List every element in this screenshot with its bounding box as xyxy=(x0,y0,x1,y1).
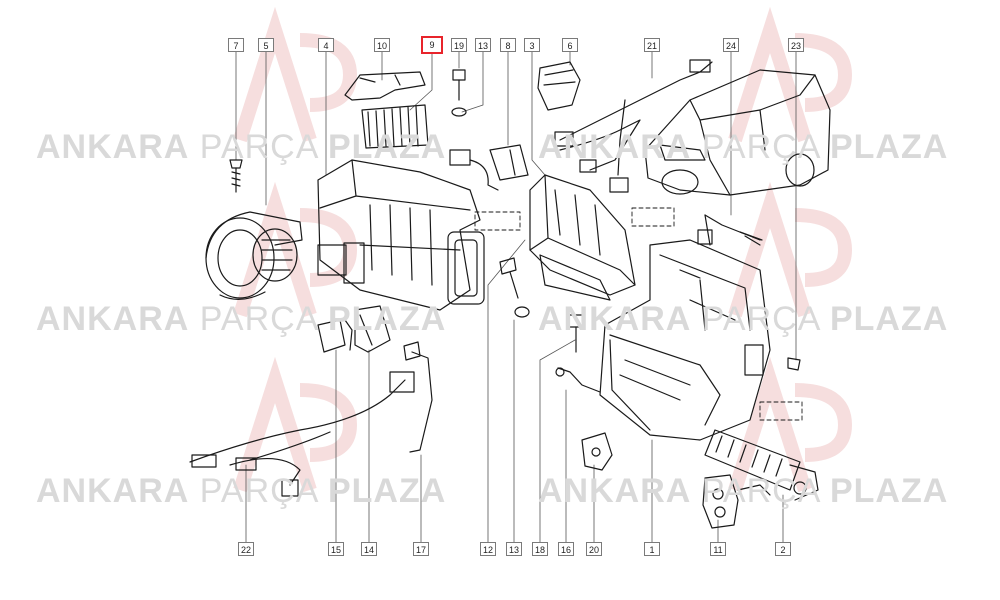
part-duct-3 xyxy=(529,174,636,301)
leader-lines-top xyxy=(235,51,797,361)
watermark-logo-mid-left xyxy=(233,181,358,318)
callout-c19[interactable]: 19 xyxy=(451,38,467,52)
callout-c17[interactable]: 17 xyxy=(413,542,429,556)
callout-c18[interactable]: 18 xyxy=(532,542,548,556)
callout-c24[interactable]: 24 xyxy=(723,38,739,52)
part-wiring-harness-21 xyxy=(554,59,713,193)
callout-c13b[interactable]: 13 xyxy=(506,542,522,556)
callout-c11[interactable]: 11 xyxy=(710,542,726,556)
part-cabin-filter-9 xyxy=(361,104,429,149)
part-screw-7 xyxy=(229,159,243,193)
part-servo-20 xyxy=(581,432,613,471)
leader-lines-bottom xyxy=(245,239,784,543)
watermark-logo-bottom-right xyxy=(728,356,853,493)
part-resistor-6 xyxy=(537,61,581,111)
part-bolt-12 xyxy=(499,257,519,299)
callout-c22[interactable]: 22 xyxy=(238,542,254,556)
part-washer-13-bottom xyxy=(514,306,530,318)
part-bolt-18 xyxy=(568,314,584,353)
part-sensor-8 xyxy=(449,144,529,191)
callout-c8[interactable]: 8 xyxy=(500,38,516,52)
part-bulb-23 xyxy=(787,357,801,371)
part-actuator-11 xyxy=(702,474,771,529)
part-drain-tube-17 xyxy=(403,341,433,453)
callout-c7[interactable]: 7 xyxy=(228,38,244,52)
callout-c16[interactable]: 16 xyxy=(558,542,574,556)
part-blower-motor xyxy=(205,211,303,300)
part-washer-13-top xyxy=(451,107,467,117)
callout-c13a[interactable]: 13 xyxy=(475,38,491,52)
part-foam-14 xyxy=(354,305,391,353)
part-heater-housing-4 xyxy=(317,159,485,311)
part-car-outline xyxy=(644,69,831,196)
part-hvac-unit-1 xyxy=(599,239,771,441)
callout-c10[interactable]: 10 xyxy=(374,38,390,52)
callout-c9-highlighted[interactable]: 9 xyxy=(421,36,443,54)
line-art xyxy=(189,51,831,543)
callout-c3[interactable]: 3 xyxy=(524,38,540,52)
part-bolt-19 xyxy=(452,69,466,101)
callout-c1[interactable]: 1 xyxy=(644,542,660,556)
watermark-logo-bottom-left xyxy=(233,356,358,493)
dashed-markers xyxy=(474,207,803,421)
callout-c15[interactable]: 15 xyxy=(328,542,344,556)
callout-c2[interactable]: 2 xyxy=(775,542,791,556)
callout-c4[interactable]: 4 xyxy=(318,38,334,52)
callout-c12[interactable]: 12 xyxy=(480,542,496,556)
part-temperature-sensor-16 xyxy=(555,367,601,393)
part-bracket-10 xyxy=(344,71,426,101)
part-heater-core-2 xyxy=(704,429,819,501)
callout-c5[interactable]: 5 xyxy=(258,38,274,52)
watermark-logo-mid-right xyxy=(728,181,853,318)
part-resistor-15 xyxy=(317,319,353,353)
callout-c21[interactable]: 21 xyxy=(644,38,660,52)
watermark-logos xyxy=(233,6,853,493)
callout-c6[interactable]: 6 xyxy=(562,38,578,52)
part-wiring-loom-22 xyxy=(189,371,415,497)
callout-c14[interactable]: 14 xyxy=(361,542,377,556)
part-cable-24 xyxy=(697,214,763,246)
callout-c20[interactable]: 20 xyxy=(586,542,602,556)
callout-c23[interactable]: 23 xyxy=(788,38,804,52)
